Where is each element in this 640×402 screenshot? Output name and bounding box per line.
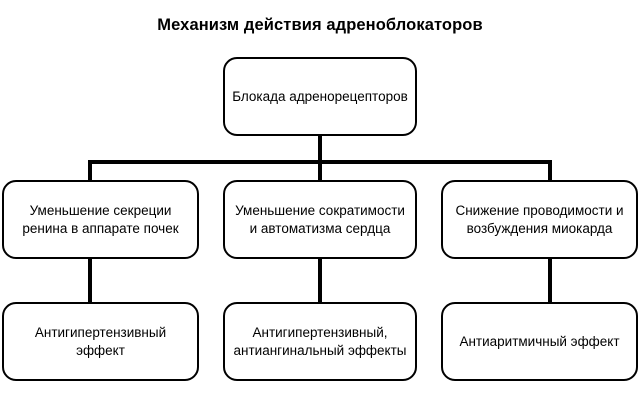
node-bottom-right-label: Антиаритмичный эффект [459, 333, 620, 349]
node-root: Блокада адренорецепторов [223, 57, 417, 136]
node-mid-right: Снижение проводимости и возбуждения миок… [441, 180, 638, 259]
node-mid-left-label: Уменьшение секреции ренина в аппарате по… [22, 202, 179, 236]
connector-drop-right [548, 160, 552, 181]
node-root-label: Блокада адренорецепторов [232, 88, 408, 104]
connector-drop-center [318, 160, 322, 181]
node-bottom-center: Антигипертензивный, антиангинальный эффе… [223, 302, 417, 381]
node-bottom-left-label: Антигипертензивный эффект [34, 324, 167, 358]
connector-root-stem [318, 136, 322, 162]
node-bottom-center-label: Антигипертензивный, антиангинальный эффе… [233, 324, 407, 358]
connector-mid-left-to-bottom [88, 259, 92, 303]
connector-mid-center-to-bottom [318, 259, 322, 303]
node-mid-right-label: Снижение проводимости и возбуждения миок… [455, 202, 624, 236]
node-mid-left: Уменьшение секреции ренина в аппарате по… [2, 180, 199, 259]
node-mid-center: Уменьшение сократимости и автоматизма се… [223, 180, 417, 259]
connector-mid-right-to-bottom [548, 259, 552, 303]
node-bottom-left: Антигипертензивный эффект [2, 302, 199, 381]
connector-drop-left [88, 160, 92, 181]
page-title: Механизм действия адреноблокаторов [157, 16, 483, 34]
node-mid-center-label: Уменьшение сократимости и автоматизма се… [235, 202, 405, 236]
node-bottom-right: Антиаритмичный эффект [441, 302, 638, 381]
